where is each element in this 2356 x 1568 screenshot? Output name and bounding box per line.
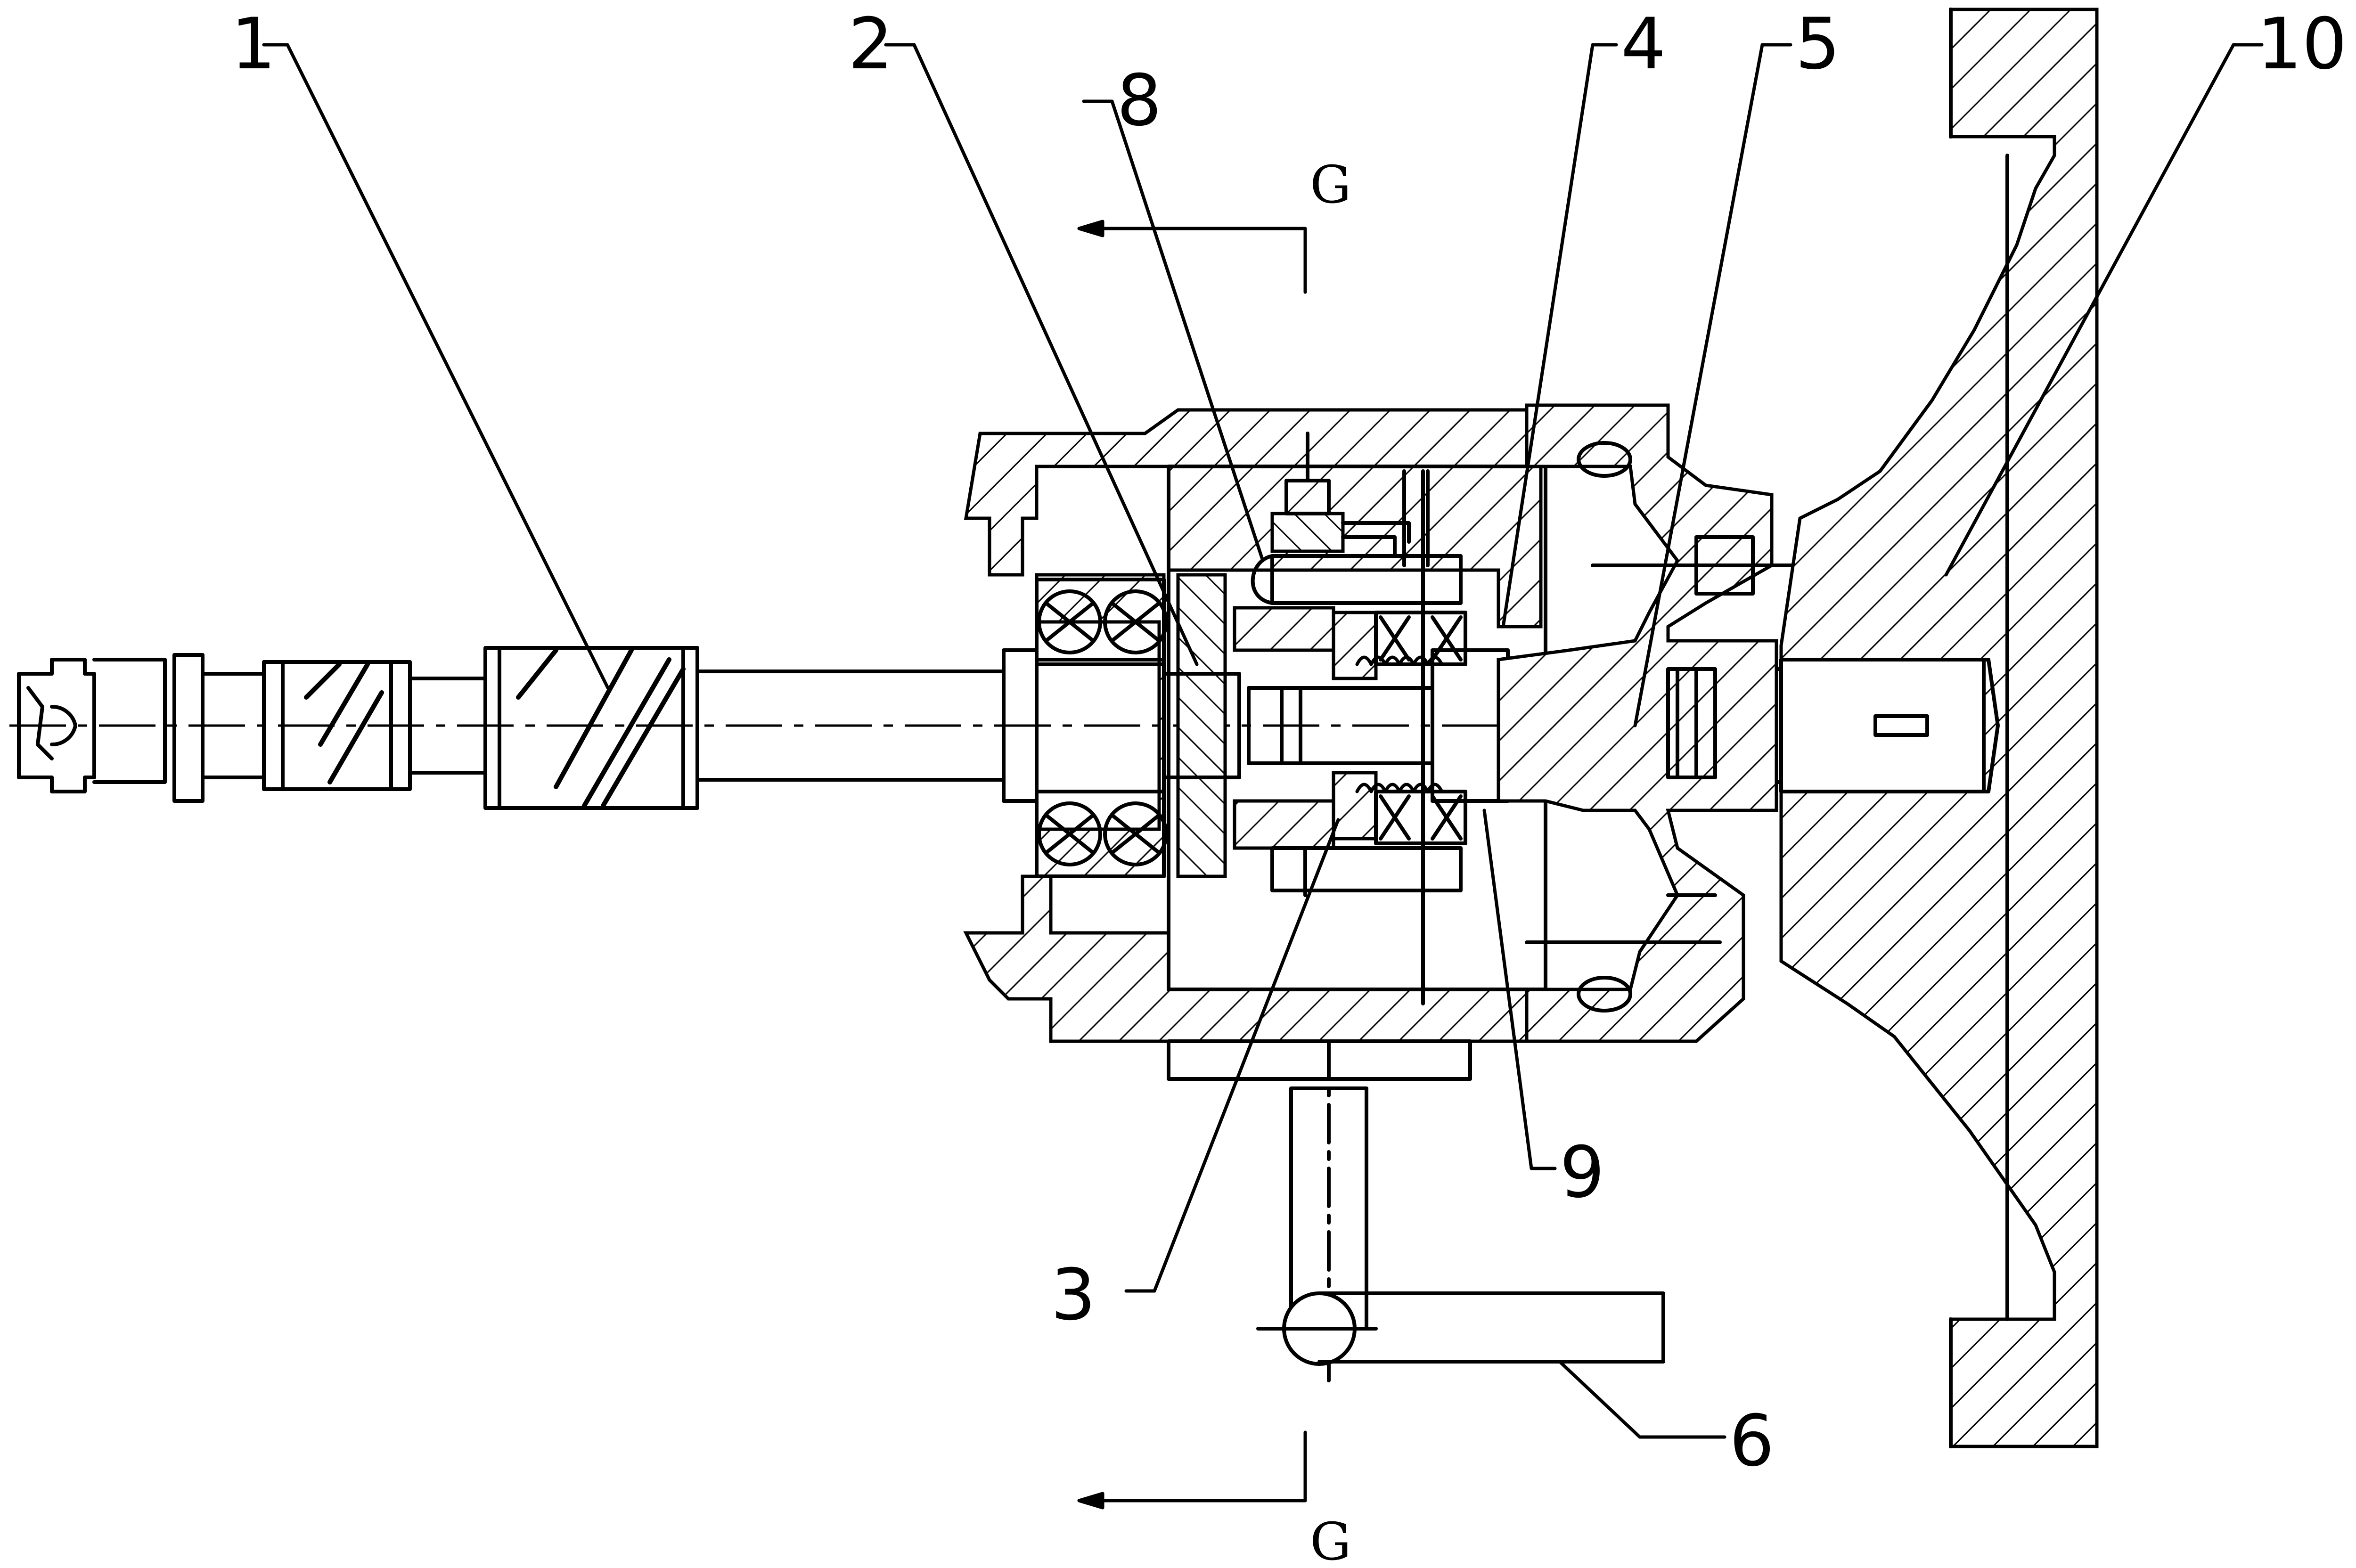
shaft-part-1 <box>17 646 1006 810</box>
housing <box>963 408 1547 1081</box>
section-label-bottom: G <box>1310 1511 1351 1568</box>
callout-3: 3 <box>1051 1254 1096 1336</box>
callout-9: 9 <box>1560 1132 1604 1214</box>
handle-part-6 <box>1256 1039 1665 1382</box>
handwheel-part-10 <box>1779 8 2099 1448</box>
section-label-top: G <box>1310 155 1351 215</box>
section-marker-top <box>1077 220 1307 294</box>
callout-1: 1 <box>231 3 276 85</box>
leader-lines <box>262 43 2264 1439</box>
clutch-assembly <box>1233 432 1467 1005</box>
callout-8: 8 <box>1117 60 1162 142</box>
gear-part-5 <box>1497 403 1797 1043</box>
section-marker-bottom <box>1077 1430 1307 1510</box>
callout-5: 5 <box>1795 3 1840 85</box>
callout-4: 4 <box>1621 3 1666 85</box>
callout-2: 2 <box>848 3 893 85</box>
callout-10: 10 <box>2257 3 2347 85</box>
callout-6: 6 <box>1729 1400 1774 1482</box>
bearing-top <box>1035 578 1168 666</box>
